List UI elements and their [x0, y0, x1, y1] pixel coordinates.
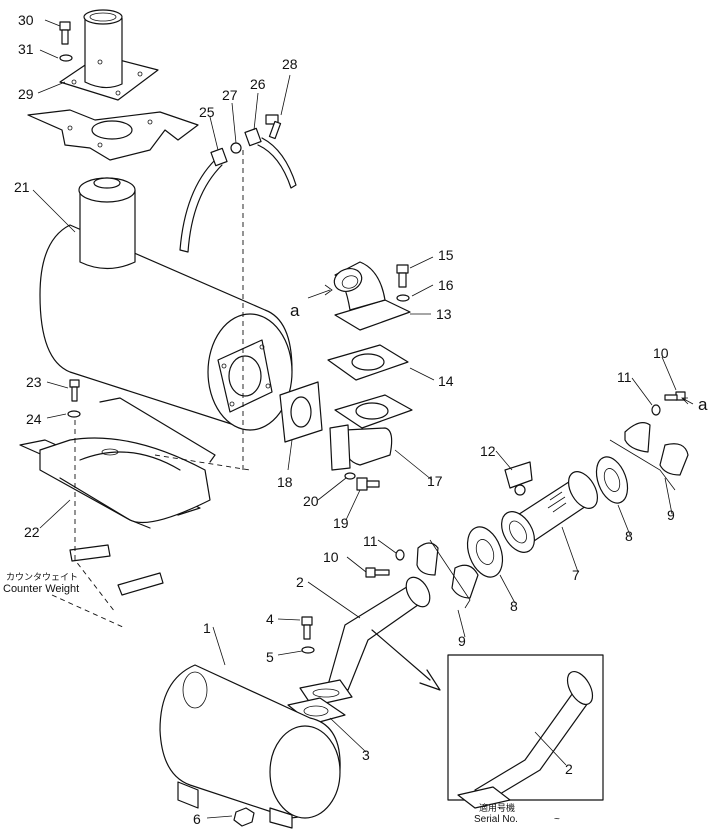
serial-range: ~ [554, 814, 560, 825]
centerline-3 [51, 594, 126, 629]
callout-25: 25 [199, 104, 215, 120]
exhaust-pipe-29 [59, 9, 159, 101]
callout-13: 13 [436, 306, 452, 322]
centerline-4 [154, 454, 251, 471]
bolt-19 [356, 477, 380, 491]
clamp-band [179, 114, 297, 253]
counter-weight-label-jp: カウンタウェイト [6, 572, 78, 582]
centerline-2 [74, 420, 116, 613]
callout-8-right: 8 [625, 528, 633, 544]
callout-7: 7 [572, 567, 580, 583]
washer-11b [395, 549, 405, 561]
callout-15: 15 [438, 247, 454, 263]
callout-16: 16 [438, 277, 454, 293]
callout-6: 6 [193, 811, 201, 827]
pipe-7 [501, 471, 599, 553]
washer-11a [651, 404, 661, 416]
nut-6 [233, 807, 255, 827]
bolt-23 [69, 379, 80, 402]
bolt-30 [59, 21, 71, 45]
callout-8-mid: 8 [510, 598, 518, 614]
washer-31 [59, 54, 73, 62]
bolt-10b [365, 567, 390, 578]
pipe-2 [299, 576, 431, 707]
bolt-15 [396, 264, 409, 288]
muffler-1 [159, 664, 341, 829]
serial-label-en: Serial No. [474, 814, 518, 825]
callout-10-top: 10 [653, 345, 669, 361]
serial-label-jp: 適用号機 [479, 802, 515, 813]
cover-plate [27, 109, 199, 161]
gasket-18 [279, 381, 323, 443]
callout-12: 12 [480, 443, 496, 459]
callout-17: 17 [427, 473, 443, 489]
flange-8b [466, 526, 504, 578]
callout-29: 29 [18, 86, 34, 102]
callout-22: 22 [24, 524, 40, 540]
callout-2: 2 [296, 574, 304, 590]
pipe-2-detail [457, 671, 594, 809]
callout-4: 4 [266, 611, 274, 627]
callout-2-detail: 2 [565, 761, 573, 777]
elbow-17 [329, 394, 413, 471]
callout-5: 5 [266, 649, 274, 665]
washer-16 [396, 294, 410, 302]
bolt-10a [664, 391, 686, 401]
washer-24 [67, 410, 81, 418]
washer-20 [344, 472, 356, 480]
callout-27: 27 [222, 87, 238, 103]
detail-arrow [371, 629, 441, 691]
callout-11-top: 11 [617, 369, 632, 385]
callout-a-right: a [698, 395, 708, 414]
callout-11-mid: 11 [363, 533, 378, 549]
counterweight-plates [69, 544, 164, 596]
bracket-22 [19, 397, 216, 529]
clamp-9a [609, 422, 689, 491]
flange-8a [595, 456, 629, 504]
callout-14: 14 [438, 373, 454, 389]
callout-21: 21 [14, 179, 30, 195]
callout-30: 30 [18, 12, 34, 28]
leader-lines [32, 19, 694, 819]
muffler-21 [39, 177, 293, 431]
callout-10-mid: 10 [323, 549, 339, 565]
washer-5 [301, 646, 315, 654]
callout-31: 31 [18, 41, 34, 57]
clamp-9b [416, 539, 479, 609]
callout-19: 19 [333, 515, 349, 531]
callout-3: 3 [362, 747, 370, 763]
elbow-13 [333, 261, 411, 331]
detail-box [447, 654, 604, 801]
callout-1: 1 [203, 620, 211, 636]
gasket-14 [327, 344, 409, 381]
counter-weight-label-en: Counter Weight [3, 583, 79, 595]
callout-20: 20 [303, 493, 319, 509]
callout-23: 23 [26, 374, 42, 390]
callout-26: 26 [250, 76, 266, 92]
callout-9-mid: 9 [458, 633, 466, 649]
callout-18: 18 [277, 474, 293, 490]
callout-28: 28 [282, 56, 298, 72]
bracket-12 [504, 461, 533, 496]
callout-a-left: a [290, 301, 300, 320]
callout-9-right: 9 [667, 507, 675, 523]
bolt-4 [301, 616, 313, 640]
callout-24: 24 [26, 411, 42, 427]
